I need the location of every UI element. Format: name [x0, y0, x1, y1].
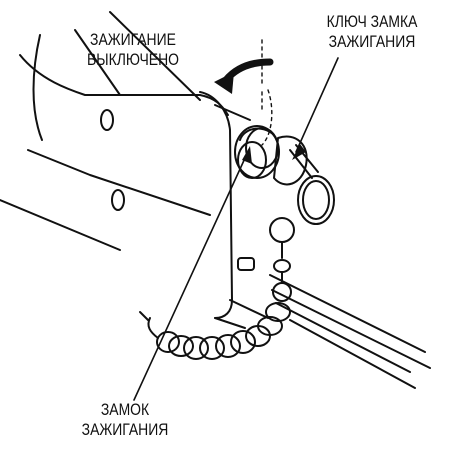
ignition-key-label-line2: ЗАЖИГАНИЯ [306, 32, 437, 52]
ignition-lock-label-line2: ЗАЖИГАНИЯ [55, 420, 194, 440]
ignition-key-label: КЛЮЧ ЗАМКА ЗАЖИГАНИЯ [306, 12, 437, 52]
ignition-key-label-line1: КЛЮЧ ЗАМКА [306, 12, 437, 32]
leader-lines [134, 58, 338, 400]
control-panel [200, 40, 272, 328]
ignition-off-label: ЗАЖИГАНИЕ ВЫКЛЮЧЕНО [63, 30, 202, 70]
ignition-switch-icon [235, 126, 279, 178]
ignition-lock-label: ЗАМОК ЗАЖИГАНИЯ [55, 400, 194, 440]
ignition-off-label-line1: ЗАЖИГАНИЕ [63, 30, 202, 50]
ignition-lock-label-line1: ЗАМОК [55, 400, 194, 420]
rails [270, 275, 430, 388]
key-ring-icon [298, 176, 334, 224]
ignition-off-label-line2: ВЫКЛЮЧЕНО [63, 50, 202, 70]
